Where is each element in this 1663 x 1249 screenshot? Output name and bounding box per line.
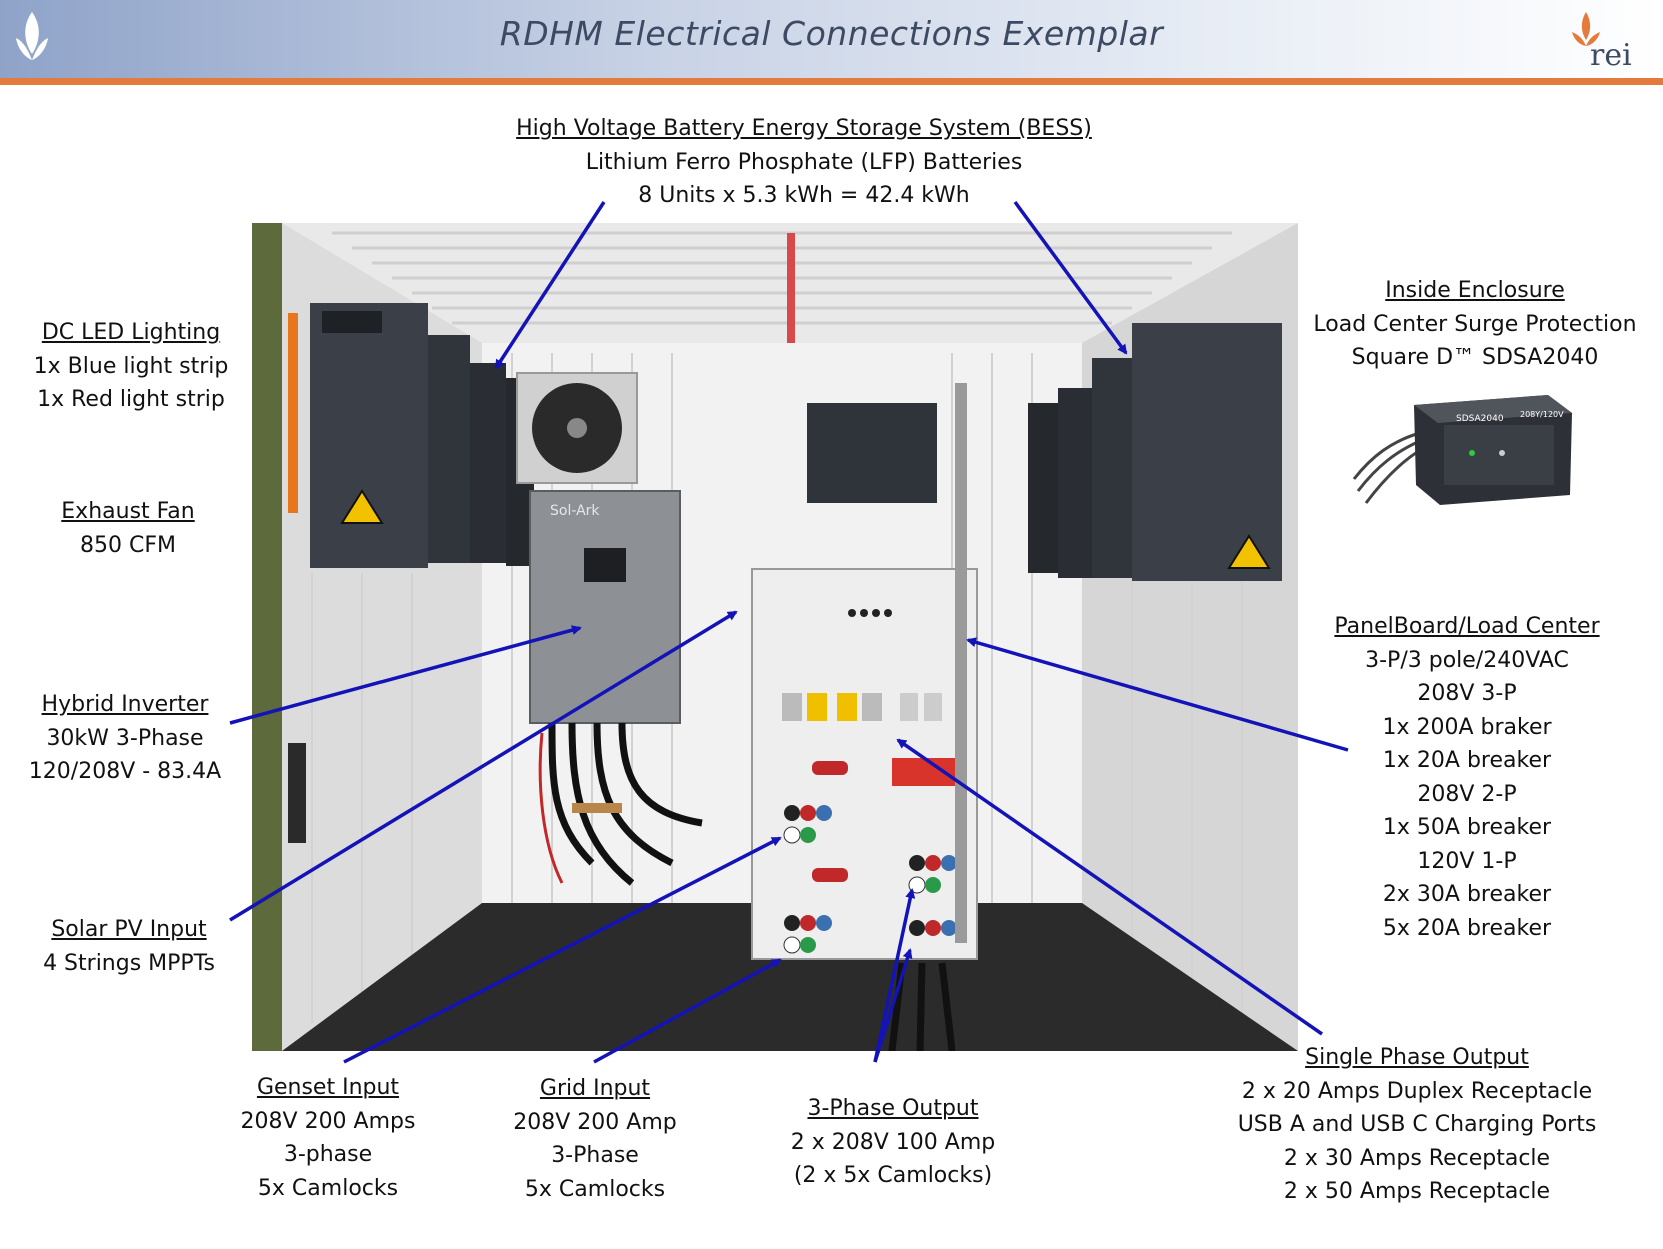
header-bar xyxy=(0,0,1663,78)
panel-heading: PanelBoard/Load Center xyxy=(1334,614,1600,639)
enclosure-line-1: Load Center Surge Protection xyxy=(1313,311,1637,337)
callout-led-lighting: DC LED Lighting 1x Blue light strip 1x R… xyxy=(22,316,240,417)
grid-heading: Grid Input xyxy=(539,1076,651,1101)
callout-grid-input: Grid Input 208V 200 Amp 3-Phase 5x Camlo… xyxy=(490,1072,700,1206)
single-phase-line: 2 x 50 Amps Receptacle xyxy=(1283,1179,1551,1204)
callout-hybrid-inverter: Hybrid Inverter 30kW 3-Phase 120/208V - … xyxy=(8,688,242,789)
page-title: RDHM Electrical Connections Exemplar xyxy=(499,14,1164,53)
inverter-line-2: 120/208V - 83.4A xyxy=(28,759,222,784)
three-phase-line-1: 2 x 208V 100 Amp xyxy=(790,1129,996,1155)
panel-line: 120V 1-P xyxy=(1417,848,1517,874)
rei-logo-text: rei xyxy=(1590,38,1632,73)
callout-solar-pv: Solar PV Input 4 Strings MPPTs xyxy=(22,913,236,980)
solar-line-1: 4 Strings MPPTs xyxy=(43,950,215,976)
callout-bess: High Voltage Battery Energy Storage Syst… xyxy=(508,112,1100,213)
single-phase-line: USB A and USB C Charging Ports xyxy=(1237,1112,1597,1137)
enclosure-heading: Inside Enclosure xyxy=(1385,278,1565,303)
grid-line-2: 3-Phase xyxy=(551,1143,639,1168)
callout-inside-enclosure: Inside Enclosure Load Center Surge Prote… xyxy=(1302,274,1648,375)
single-phase-heading: Single Phase Output xyxy=(1305,1045,1529,1070)
solar-heading: Solar PV Input xyxy=(51,917,207,942)
panel-line: 2x 30A breaker xyxy=(1382,882,1552,907)
led-heading: DC LED Lighting xyxy=(41,320,221,345)
panel-line: 1x 50A breaker xyxy=(1382,815,1552,840)
inverter-heading: Hybrid Inverter xyxy=(41,692,209,717)
bess-heading: High Voltage Battery Energy Storage Syst… xyxy=(516,116,1092,141)
callout-exhaust-fan: Exhaust Fan 850 CFM xyxy=(38,495,218,562)
callout-single-phase-output: Single Phase Output 2 x 20 Amps Duplex R… xyxy=(1222,1041,1612,1209)
grid-line-3: 5x Camlocks xyxy=(524,1176,666,1202)
fan-line-1: 850 CFM xyxy=(80,532,176,558)
panel-line: 5x 20A breaker xyxy=(1382,915,1552,941)
container-photo: Sol-Ark xyxy=(252,223,1298,1051)
enclosure-line-2: Square D™ SDSA2040 xyxy=(1351,345,1599,370)
inverter-brand-label: Sol-Ark xyxy=(550,503,600,519)
rei-logo-icon xyxy=(1572,12,1600,46)
callout-three-phase-output: 3-Phase Output 2 x 208V 100 Amp (2 x 5x … xyxy=(762,1092,1024,1193)
genset-line-2: 3-phase xyxy=(283,1142,373,1167)
header-accent-rule xyxy=(0,78,1663,85)
genset-line-1: 208V 200 Amps xyxy=(240,1108,416,1134)
surge-voltage-label: 208Y/120V xyxy=(1520,410,1564,419)
single-phase-line: 2 x 20 Amps Duplex Receptacle xyxy=(1241,1078,1593,1104)
panel-line: 3-P/3 pole/240VAC xyxy=(1365,647,1569,673)
three-phase-heading: 3-Phase Output xyxy=(807,1096,979,1121)
panel-line: 208V 3-P xyxy=(1417,681,1517,706)
inverter-line-1: 30kW 3-Phase xyxy=(46,725,204,751)
callout-panelboard: PanelBoard/Load Center 3-P/3 pole/240VAC… xyxy=(1302,610,1632,945)
bess-line-2: 8 Units x 5.3 kWh = 42.4 kWh xyxy=(638,183,970,208)
surge-protector-image: SDSA2040 208Y/120V xyxy=(1352,395,1572,505)
bess-line-1: Lithium Ferro Phosphate (LFP) Batteries xyxy=(585,149,1023,175)
grid-line-1: 208V 200 Amp xyxy=(513,1109,677,1135)
panel-line: 1x 200A braker xyxy=(1382,714,1552,740)
led-line-1: 1x Blue light strip xyxy=(33,353,229,379)
callout-genset-input: Genset Input 208V 200 Amps 3-phase 5x Ca… xyxy=(218,1071,438,1205)
surge-model-label: SDSA2040 xyxy=(1456,414,1504,424)
single-phase-line: 2 x 30 Amps Receptacle xyxy=(1283,1145,1551,1171)
three-phase-line-2: (2 x 5x Camlocks) xyxy=(793,1163,993,1188)
genset-line-3: 5x Camlocks xyxy=(257,1175,399,1201)
fan-heading: Exhaust Fan xyxy=(61,499,195,524)
genset-heading: Genset Input xyxy=(256,1075,400,1100)
led-line-2: 1x Red light strip xyxy=(37,387,225,412)
leaf-logo-icon xyxy=(16,12,48,60)
panel-line: 1x 20A breaker xyxy=(1382,748,1552,773)
panel-line: 208V 2-P xyxy=(1417,781,1517,807)
